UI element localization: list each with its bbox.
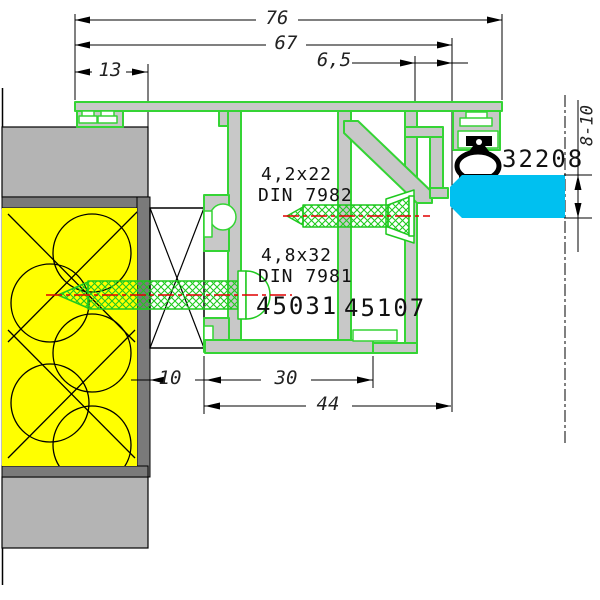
- profile-insert-number: 45107: [344, 294, 427, 322]
- aluminium-profile: [74, 101, 503, 354]
- dim-44: 44: [316, 393, 340, 415]
- small-screw-din-label: DIN 7982: [258, 185, 353, 206]
- dimension-lines: [75, 16, 592, 410]
- dim-13: 13: [98, 59, 122, 81]
- large-screw-size-label: 4,8x32: [261, 245, 333, 266]
- gasket-number: 32208: [502, 145, 585, 173]
- timber-packer: [149, 207, 205, 349]
- profile-main-number: 45031: [256, 292, 339, 320]
- dim-10: 10: [158, 367, 182, 389]
- screw-centerlines: [46, 215, 430, 296]
- diagonal-brace: [343, 120, 433, 204]
- small-screw-size-label: 4,2x22: [261, 164, 333, 185]
- dim-76: 76: [265, 7, 289, 29]
- glass-pane: [450, 175, 565, 218]
- dim-6-5: 6,5: [316, 49, 352, 71]
- screw-port: [209, 203, 237, 231]
- large-screw-din-label: DIN 7981: [258, 266, 353, 287]
- dim-67: 67: [274, 32, 298, 54]
- insulation: [2, 208, 137, 466]
- dim-30: 30: [274, 367, 298, 389]
- glazing-foot: [429, 187, 449, 199]
- extension-lines: [74, 14, 566, 445]
